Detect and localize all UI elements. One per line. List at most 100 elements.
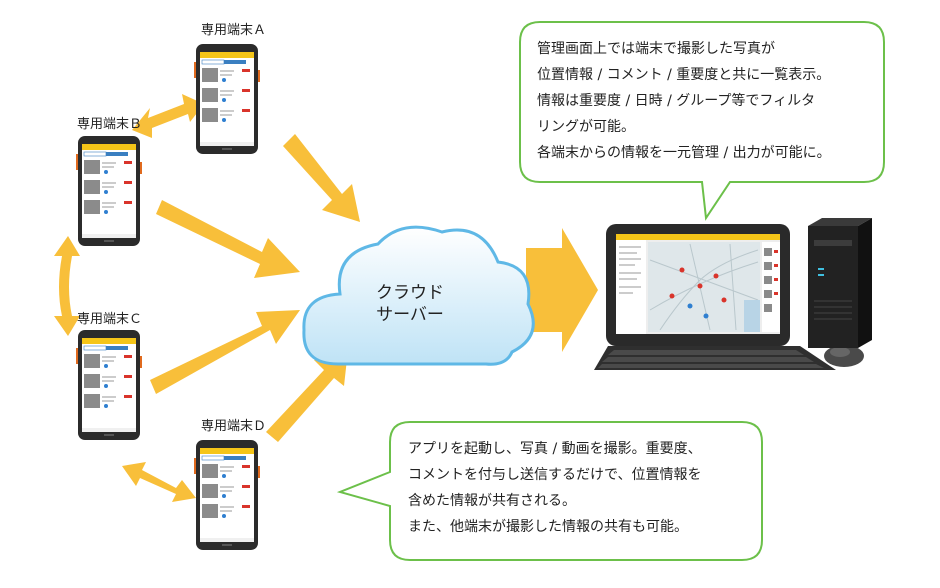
phone-app-tab-active (224, 60, 246, 64)
phone-app-tab (83, 345, 107, 351)
phone-row-icon (104, 404, 108, 408)
phone-device-b (76, 136, 142, 246)
pc-tower-drive (814, 240, 852, 246)
arrow-b-cloud (156, 200, 300, 278)
phone-bottom-nav (82, 428, 136, 432)
keyboard-keys (598, 350, 824, 368)
phone-row-icon (222, 494, 226, 498)
map-pins-blue (687, 303, 709, 319)
pc-bubble-frame (519, 21, 885, 221)
phone-row-badge (124, 161, 132, 164)
cloud-shape (302, 225, 535, 366)
cloud-label: クラウド サーバー (340, 282, 480, 326)
phone-row-badge (124, 355, 132, 358)
phone-row-icon (104, 384, 108, 388)
device-bubble-line: 含めた情報が共有される。 (408, 493, 576, 509)
phone-row-text (102, 396, 116, 398)
phone-side-button (257, 70, 260, 82)
phone-home-bar (104, 434, 114, 436)
pc-tower-edge (858, 218, 872, 348)
phone-photo-thumb (202, 464, 218, 478)
pc-bubble-line: 位置情報 / コメント / 重要度と共に一覧表示。 (537, 67, 831, 83)
phone-side-button (76, 348, 79, 364)
phone-row-text (220, 110, 234, 112)
monitor-app-header (616, 234, 780, 240)
phone-app-tab-active (106, 346, 128, 350)
phone-row-text (102, 380, 114, 382)
phone-row-text (220, 94, 232, 96)
phone-side-button (139, 162, 142, 174)
phone-side-button (76, 154, 79, 170)
phone-row-text (102, 356, 116, 358)
phone-photo-thumb (202, 88, 218, 102)
pc-tower-led (818, 268, 824, 270)
arrow-cloud-pc (526, 228, 598, 352)
phone-photo-thumb (202, 108, 218, 122)
phone-device-d (194, 440, 260, 550)
phone-app-tab-active (106, 152, 128, 156)
phone-photo-thumb (84, 354, 100, 368)
phone-row-badge (124, 181, 132, 184)
phone-photo-thumb (84, 374, 100, 388)
pc-bubble-line: 情報は重要度 / 日時 / グループ等でフィルタ (537, 93, 816, 109)
phone-row-text (220, 90, 234, 92)
phone-row-icon (222, 98, 226, 102)
phone-row-text (102, 400, 114, 402)
map-pins (669, 267, 727, 303)
cloud-server (302, 225, 535, 366)
phone-row-text (220, 486, 234, 488)
arrow-c-d (122, 462, 196, 502)
phone-device-c (76, 330, 142, 440)
device-bubble-text: アプリを起動し、写真 / 動画を撮影。重要度、 コメントを付与し送信するだけで、… (408, 436, 702, 540)
cloud-label-line2: サーバー (376, 305, 444, 325)
device-label-b: 専用端末Ｂ (77, 117, 143, 132)
phone-row-text (220, 114, 232, 116)
phone-bottom-nav (200, 538, 254, 542)
phone-app-header (82, 338, 136, 344)
phones (76, 44, 260, 550)
phone-row-text (220, 506, 234, 508)
pc-tower-vents (814, 300, 852, 320)
phone-row-icon (104, 210, 108, 214)
arrows (54, 94, 598, 502)
phone-photo-thumb (202, 484, 218, 498)
device-bubble-frame (336, 421, 763, 561)
desktop-pc (594, 218, 872, 370)
phone-row-text (220, 466, 234, 468)
phone-bottom-nav (82, 234, 136, 238)
arrow-a-cloud (283, 134, 360, 222)
phone-row-text (102, 186, 114, 188)
phone-row-badge (124, 201, 132, 204)
pc-bubble-text: 管理画面上では端末で撮影した写真が 位置情報 / コメント / 重要度と共に一覧… (537, 36, 831, 166)
phone-row-text (220, 490, 232, 492)
cloud-label-line1: クラウド (376, 283, 444, 303)
phone-app-tab (83, 151, 107, 157)
phone-app-header (200, 52, 254, 58)
phone-row-text (102, 166, 114, 168)
pc-bubble-line: 管理画面上では端末で撮影した写真が (537, 41, 775, 57)
phone-app-header (82, 144, 136, 150)
phone-photo-thumb (202, 504, 218, 518)
phone-home-bar (104, 240, 114, 242)
map-water (744, 300, 760, 332)
phone-row-text (102, 360, 114, 362)
pc-tower (808, 226, 858, 348)
phone-row-text (102, 202, 116, 204)
device-label-c: 専用端末Ｃ (77, 312, 143, 327)
phone-side-button (194, 62, 197, 78)
pc-tower-side (808, 218, 872, 226)
phone-app-tab-active (224, 456, 246, 460)
phone-device-a (194, 44, 260, 154)
phone-row-icon (222, 78, 226, 82)
phone-row-text (102, 376, 116, 378)
arrow-d-cloud (266, 350, 348, 442)
phone-row-icon (222, 514, 226, 518)
phone-row-icon (222, 474, 226, 478)
device-bubble-line: アプリを起動し、写真 / 動画を撮影。重要度、 (408, 441, 702, 457)
phone-row-icon (104, 190, 108, 194)
phone-photo-thumb (84, 160, 100, 174)
phone-row-icon (222, 118, 226, 122)
phone-row-text (220, 74, 232, 76)
phone-photo-thumb (84, 180, 100, 194)
